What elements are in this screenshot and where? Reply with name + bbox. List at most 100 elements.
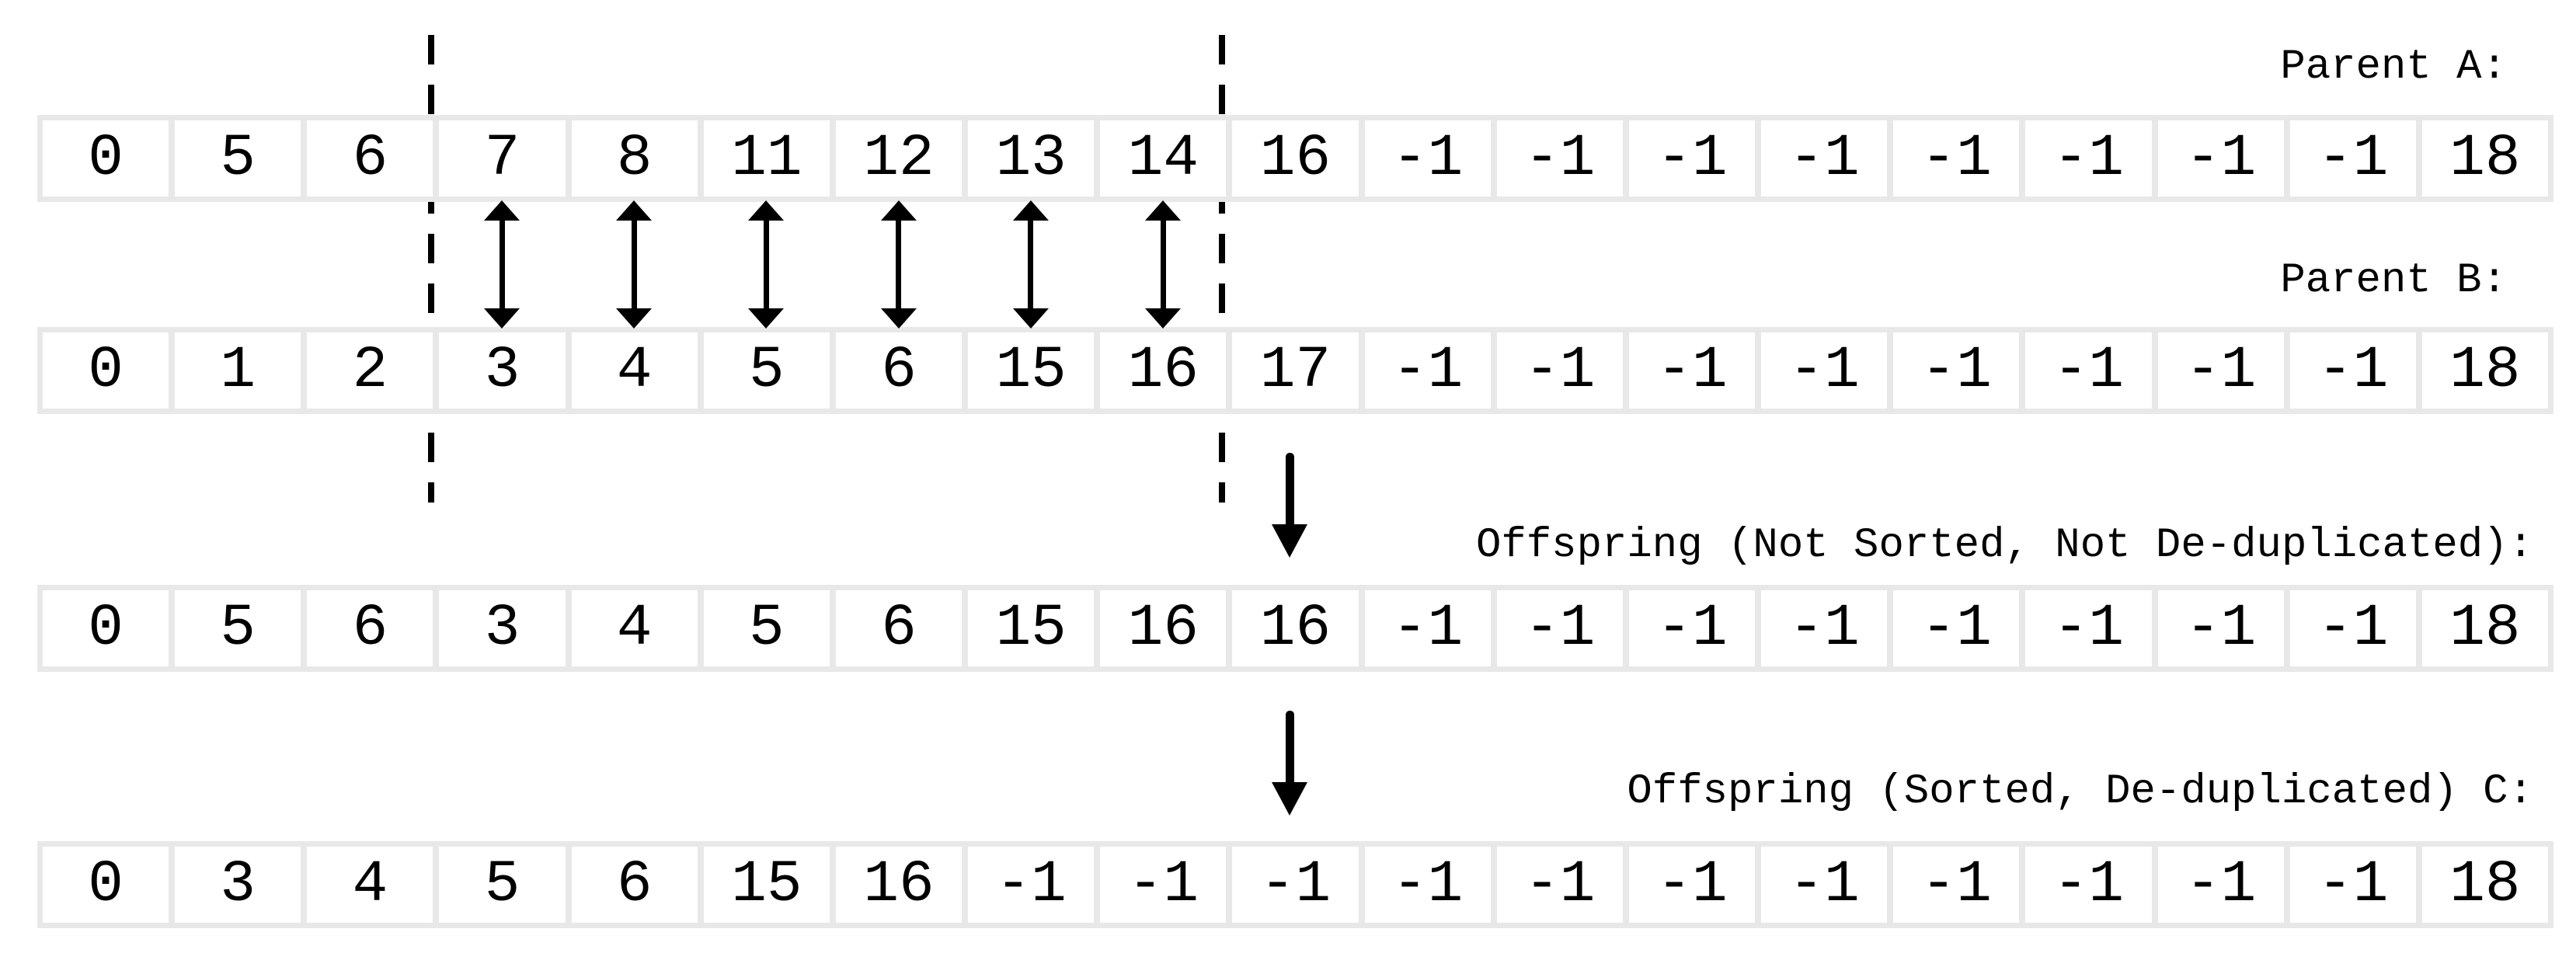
swap-double-arrow-icon: [484, 200, 520, 329]
array-cell: 5: [703, 590, 830, 666]
array-cell: 12: [835, 120, 963, 197]
array-cell: 16: [1100, 332, 1227, 409]
arrow-stem: [896, 221, 902, 308]
array-cell: 15: [703, 847, 830, 923]
array-cell: 4: [571, 590, 698, 666]
array-cell: -1: [1496, 847, 1623, 923]
arrowhead-down: [880, 308, 917, 329]
array-cell: 4: [571, 332, 698, 409]
array-cell: 2: [307, 332, 433, 409]
array-cell: 5: [175, 590, 301, 666]
arrowhead-down: [616, 308, 653, 329]
offspring-unsorted-label: Offspring (Not Sorted, Not De-duplicated…: [1475, 522, 2533, 569]
array-cell: -1: [1364, 847, 1491, 923]
array-cell: -1: [1496, 120, 1623, 197]
flow-arrow-down-icon: [1272, 453, 1307, 558]
array-cell: -1: [1628, 847, 1756, 923]
array-cell: -1: [1364, 120, 1491, 197]
array-cell: -1: [2025, 590, 2152, 666]
array-cell: 0: [43, 120, 169, 197]
array-cell: 6: [571, 847, 698, 923]
arrowhead-up: [484, 200, 520, 221]
array-cell: 4: [307, 847, 433, 923]
array-cell: 18: [2421, 847, 2548, 923]
array-cell: 16: [835, 847, 963, 923]
array-cell: -1: [1364, 590, 1491, 666]
arrowhead-up: [1145, 200, 1181, 221]
array-cell: -1: [1761, 332, 1888, 409]
arrow-stem: [763, 221, 769, 308]
array-cell: -1: [968, 847, 1095, 923]
arrowhead-down: [1145, 308, 1181, 329]
arrow-stem: [1285, 711, 1294, 782]
crossover-boundary-right-line: [1219, 35, 1225, 503]
arrowhead-down: [1272, 524, 1307, 558]
array-cell: 6: [307, 120, 433, 197]
arrowhead-down: [1012, 308, 1049, 329]
swap-double-arrow-icon: [1012, 200, 1049, 329]
arrow-stem: [1285, 453, 1294, 524]
array-cell: -1: [1496, 590, 1623, 666]
array-cell: -1: [1893, 120, 2020, 197]
array-cell: -1: [1232, 847, 1359, 923]
arrow-stem: [499, 221, 505, 308]
array-cell: -1: [1893, 590, 2020, 666]
array-cell: -1: [2289, 120, 2416, 197]
parent-b-label: Parent B:: [2280, 257, 2507, 304]
array-cell: 6: [307, 590, 433, 666]
arrowhead-down: [484, 308, 520, 329]
array-cell: 7: [439, 120, 566, 197]
array-cell: 5: [175, 120, 301, 197]
array-cell: -1: [1496, 332, 1623, 409]
swap-double-arrow-icon: [1145, 200, 1181, 329]
swap-double-arrow-icon: [616, 200, 653, 329]
array-cell: 13: [968, 120, 1095, 197]
array-cell: -1: [2289, 590, 2416, 666]
array-cell: 3: [175, 847, 301, 923]
array-cell: -1: [1761, 847, 1888, 923]
array-cell: 0: [43, 332, 169, 409]
array-cell: 17: [1232, 332, 1359, 409]
arrow-stem: [631, 221, 637, 308]
arrowhead-up: [616, 200, 653, 221]
arrowhead-up: [748, 200, 785, 221]
array-cell: -1: [1628, 590, 1756, 666]
arrowhead-down: [748, 308, 785, 329]
array-cell: 18: [2421, 120, 2548, 197]
array-cell: 16: [1232, 590, 1359, 666]
parent-a-label: Parent A:: [2280, 43, 2507, 91]
arrowhead-up: [1012, 200, 1049, 221]
array-cell: 3: [439, 332, 566, 409]
offspring-sorted-label: Offspring (Sorted, De-duplicated) C:: [1627, 768, 2533, 816]
array-cell: 1: [175, 332, 301, 409]
array-cell: -1: [2157, 590, 2284, 666]
array-cell: -1: [2025, 120, 2152, 197]
array-cell: -1: [1761, 590, 1888, 666]
crossover-boundary-left-line: [428, 35, 434, 503]
array-cell: -1: [1100, 847, 1227, 923]
array-cell: 16: [1232, 120, 1359, 197]
array-cell: -1: [2025, 847, 2152, 923]
flow-arrow-down-icon: [1272, 711, 1307, 816]
array-cell: -1: [2157, 847, 2284, 923]
array-cell: -1: [1364, 332, 1491, 409]
array-cell: 16: [1100, 590, 1227, 666]
array-cell: 6: [835, 590, 963, 666]
swap-double-arrow-icon: [880, 200, 917, 329]
array-cell: 15: [968, 590, 1095, 666]
array-cell: 6: [835, 332, 963, 409]
array-cell: -1: [1761, 120, 1888, 197]
array-cell: 3: [439, 590, 566, 666]
array-cell: -1: [2157, 120, 2284, 197]
arrow-stem: [1028, 221, 1034, 308]
array-cell: 18: [2421, 590, 2548, 666]
array-cell: -1: [1628, 332, 1756, 409]
array-cell: -1: [2025, 332, 2152, 409]
array-cell: 0: [43, 590, 169, 666]
array-cell: 0: [43, 847, 169, 923]
arrowhead-down: [1272, 782, 1307, 816]
array-cell: 18: [2421, 332, 2548, 409]
